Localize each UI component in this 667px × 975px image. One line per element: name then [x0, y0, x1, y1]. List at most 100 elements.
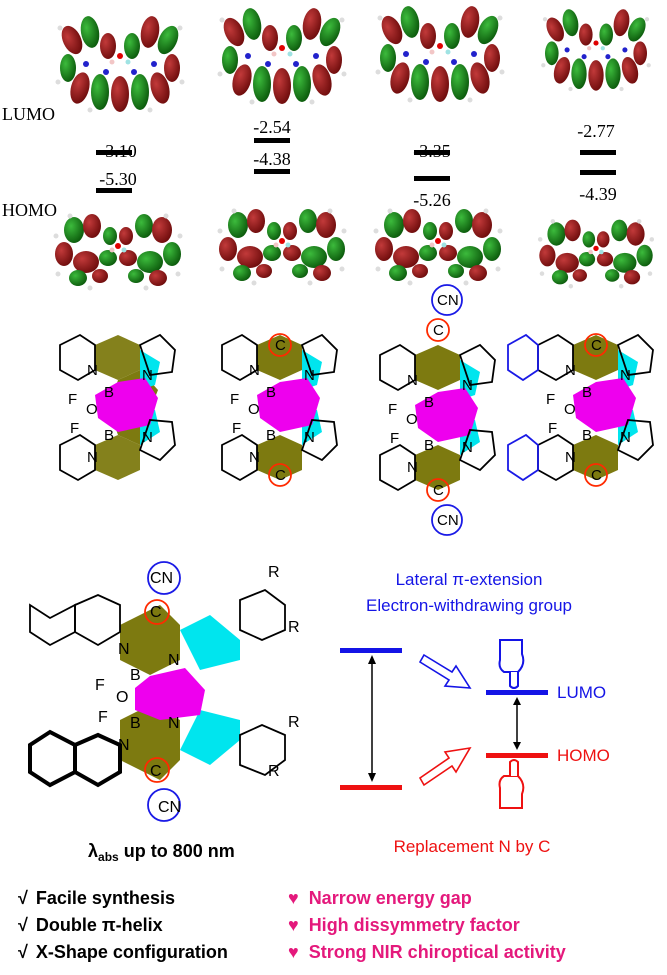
homo-orbital-2: [217, 208, 347, 286]
group-CN: CN: [158, 799, 181, 816]
atom-N: N: [168, 652, 180, 669]
group-R: R: [288, 714, 300, 731]
group-R: R: [288, 619, 300, 636]
homo-value-4: -4.39: [579, 184, 617, 204]
atom-C: C: [591, 467, 602, 484]
atom-O: O: [406, 411, 418, 428]
homo-value-1: -5.30: [99, 169, 137, 189]
structure-2: [221, 333, 338, 487]
atom-F: F: [68, 391, 77, 408]
feature-left-2: √Double π-helix: [18, 915, 163, 935]
homo-orbital-3: [373, 208, 503, 286]
atom-N: N: [142, 367, 153, 384]
atom-N: N: [620, 367, 631, 384]
atom-F: F: [98, 709, 108, 726]
homo-value-3: -5.26: [413, 190, 451, 210]
check-icon: √: [18, 915, 28, 935]
atom-B: B: [424, 394, 434, 411]
atom-N: N: [249, 449, 260, 466]
lambda-label: λabs up to 800 nm: [88, 841, 235, 864]
energy-levels: -3.10 -5.30 -2.54 -4.38 -3.35 -5.26 -2.7…: [96, 117, 617, 210]
energy-diagram: Lateral π-extension Electron-withdrawing…: [340, 570, 610, 856]
strategy-ewg: Electron-withdrawing group: [366, 596, 572, 615]
atom-N: N: [249, 362, 260, 379]
atom-N: N: [407, 459, 418, 476]
pointing-hand-up-icon: [498, 759, 525, 809]
atom-O: O: [116, 689, 128, 706]
atom-F: F: [232, 420, 241, 437]
structure-1: [59, 333, 176, 482]
lumo-value-2: -2.54: [253, 117, 291, 137]
feature-right-3: ♥Strong NIR chiroptical activity: [288, 942, 566, 962]
atom-N: N: [304, 367, 315, 384]
orbital-plots: [53, 4, 655, 291]
atom-C: C: [275, 337, 286, 354]
atom-C: C: [433, 482, 444, 499]
structure-3: [379, 284, 496, 536]
structure-4: [507, 333, 654, 487]
lumo-bar-2: [254, 138, 290, 143]
atom-B: B: [104, 427, 114, 444]
atom-B: B: [582, 427, 592, 444]
atom-B: B: [582, 384, 592, 401]
lumo-value-4: -2.77: [577, 121, 615, 141]
homo-orbital-4: [537, 219, 655, 289]
lumo-orbital-3: [375, 4, 505, 103]
atom-N: N: [304, 429, 315, 446]
atom-C: C: [591, 337, 602, 354]
atom-N: N: [565, 449, 576, 466]
atom-F: F: [230, 391, 239, 408]
atom-F: F: [548, 420, 557, 437]
chemical-structures: N B F O F B N N N N B F O F B N N N C C …: [59, 284, 654, 536]
atom-F: F: [546, 391, 555, 408]
lumo-level-after: [486, 690, 548, 695]
homo-level-after: [486, 753, 548, 758]
homo-bar-4: [580, 170, 616, 175]
heart-icon: ♥: [288, 942, 299, 962]
lumo-orbital-1: [55, 14, 185, 113]
feature-left-1: √Facile synthesis: [18, 888, 175, 908]
strategy-lateral-extension: Lateral π-extension: [396, 570, 543, 589]
check-icon: √: [18, 942, 28, 962]
homo-bar-2: [254, 169, 290, 174]
group-R: R: [268, 564, 280, 581]
atom-O: O: [564, 401, 576, 418]
homo-shift-arrow: [418, 746, 472, 787]
atom-B: B: [266, 384, 276, 401]
group-CN: CN: [437, 512, 459, 529]
atom-B: B: [104, 384, 114, 401]
lumo-orbital-2: [217, 6, 347, 105]
lumo-shift-arrow: [418, 653, 472, 689]
atom-N: N: [118, 641, 130, 658]
homo-row-label: HOMO: [2, 200, 57, 220]
pointing-hand-down-icon: [498, 639, 525, 689]
atom-N: N: [87, 449, 98, 466]
atom-O: O: [86, 401, 98, 418]
homo-orbital-1: [53, 213, 183, 291]
group-CN: CN: [437, 292, 459, 309]
homo-level-label: HOMO: [557, 746, 610, 765]
atom-N: N: [462, 377, 473, 394]
lumo-bar-1: [96, 150, 132, 155]
atom-N: N: [87, 362, 98, 379]
atom-C: C: [433, 322, 444, 339]
group-R: R: [268, 763, 280, 780]
atom-B: B: [266, 427, 276, 444]
atom-N: N: [565, 362, 576, 379]
homo-level-before: [340, 785, 402, 790]
atom-B: B: [424, 437, 434, 454]
homo-value-2: -4.38: [253, 149, 291, 169]
homo-bar-1: [96, 188, 132, 193]
atom-N: N: [168, 715, 180, 732]
feature-right-1: ♥Narrow energy gap: [288, 888, 472, 908]
feature-right-2: ♥High dissymmetry factor: [288, 915, 520, 935]
check-icon: √: [18, 888, 28, 908]
atom-N: N: [118, 737, 130, 754]
atom-F: F: [390, 430, 399, 447]
heart-icon: ♥: [288, 888, 299, 908]
atom-N: N: [462, 439, 473, 456]
atom-C: C: [275, 467, 286, 484]
atom-N: N: [142, 429, 153, 446]
lumo-bar-3: [414, 150, 450, 155]
